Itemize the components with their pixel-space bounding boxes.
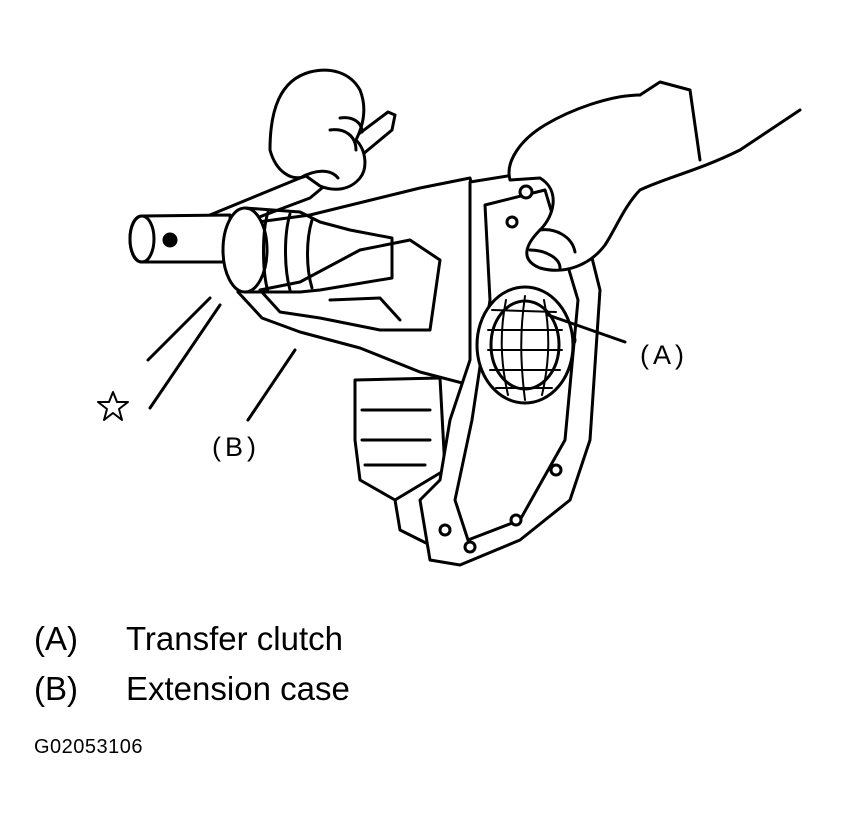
- legend-key: (B): [34, 670, 78, 707]
- star-icon: [97, 391, 129, 421]
- legend-key: (A): [34, 620, 78, 657]
- leader-line-b: [246, 348, 297, 422]
- leader-line-star-2: [148, 303, 222, 410]
- transfer-clutch-drawing: [475, 285, 575, 405]
- legend-item: (B) Extension case: [34, 670, 350, 720]
- legend-label: Transfer clutch: [126, 620, 344, 657]
- transfer-clutch-illustration: (A) (B): [97, 68, 802, 567]
- leader-line-star-1: [146, 296, 212, 362]
- figure-id: G02053106: [34, 736, 144, 758]
- output-shaft-drawing: [128, 206, 394, 294]
- leader-lines: [146, 296, 627, 422]
- callout-b: (B): [212, 432, 260, 462]
- right-hand-drawing: [507, 80, 802, 272]
- leader-line-a: [546, 313, 627, 344]
- legend: (A) Transfer clutch (B) Extension case: [34, 620, 350, 720]
- callout-a: (A): [640, 340, 688, 370]
- legend-label: Extension case: [126, 670, 350, 707]
- legend-item: (A) Transfer clutch: [34, 620, 350, 670]
